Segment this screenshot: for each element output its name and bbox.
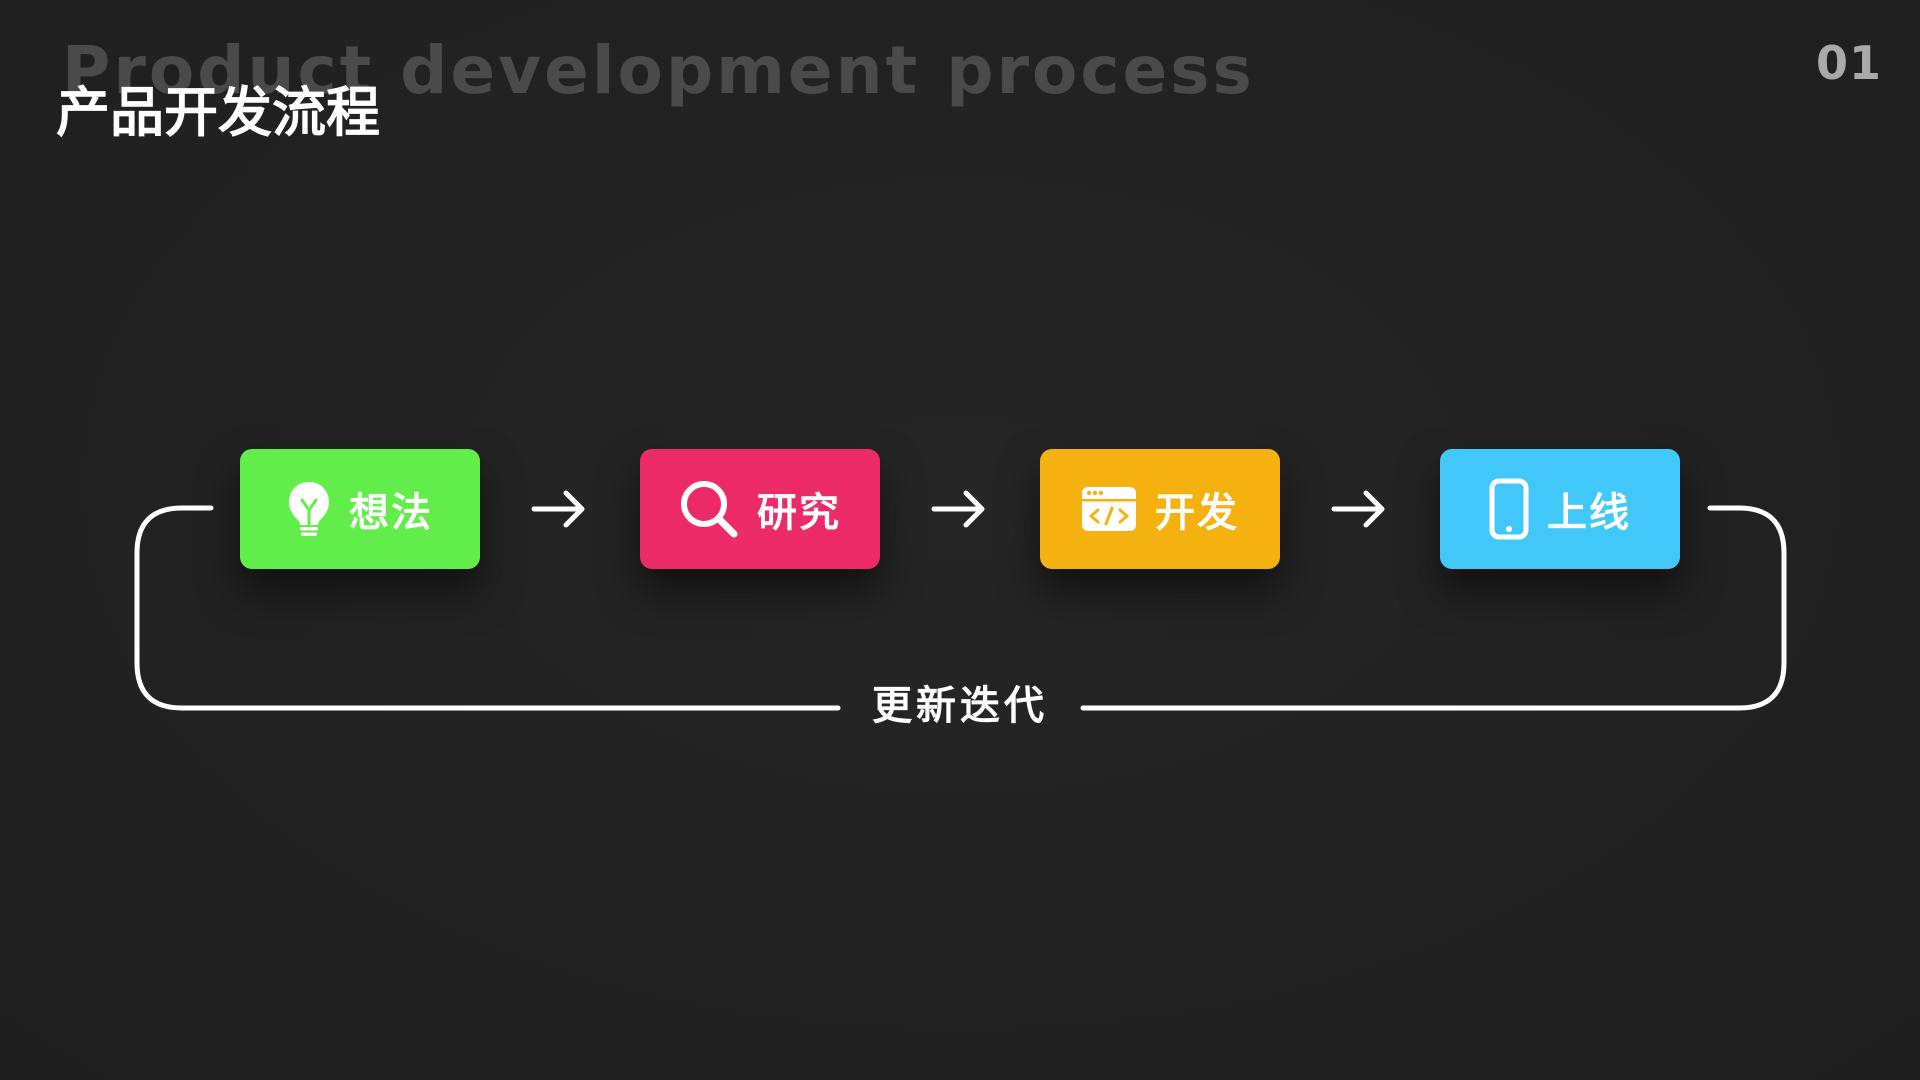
search-icon <box>679 479 739 539</box>
background-title: Product development process <box>62 32 1255 109</box>
lightbulb-icon <box>287 480 331 538</box>
step-research: 研究 <box>640 449 880 569</box>
iteration-label: 更新迭代 <box>872 683 1048 729</box>
step-label-research: 研究 <box>757 490 841 536</box>
step-idea: 想法 <box>240 449 480 569</box>
page-number: 01 <box>1815 36 1882 90</box>
arrow-right-icon <box>531 490 585 528</box>
code-window-icon <box>1081 486 1137 532</box>
step-label-launch: 上线 <box>1547 490 1631 536</box>
page-title: 产品开发流程 <box>56 81 380 144</box>
arrow-right-icon <box>1331 490 1385 528</box>
step-label-development: 开发 <box>1155 490 1239 536</box>
smartphone-icon <box>1489 478 1529 540</box>
arrow-right-icon <box>931 490 985 528</box>
step-label-idea: 想法 <box>349 490 433 536</box>
step-launch: 上线 <box>1440 449 1680 569</box>
step-development: 开发 <box>1040 449 1280 569</box>
